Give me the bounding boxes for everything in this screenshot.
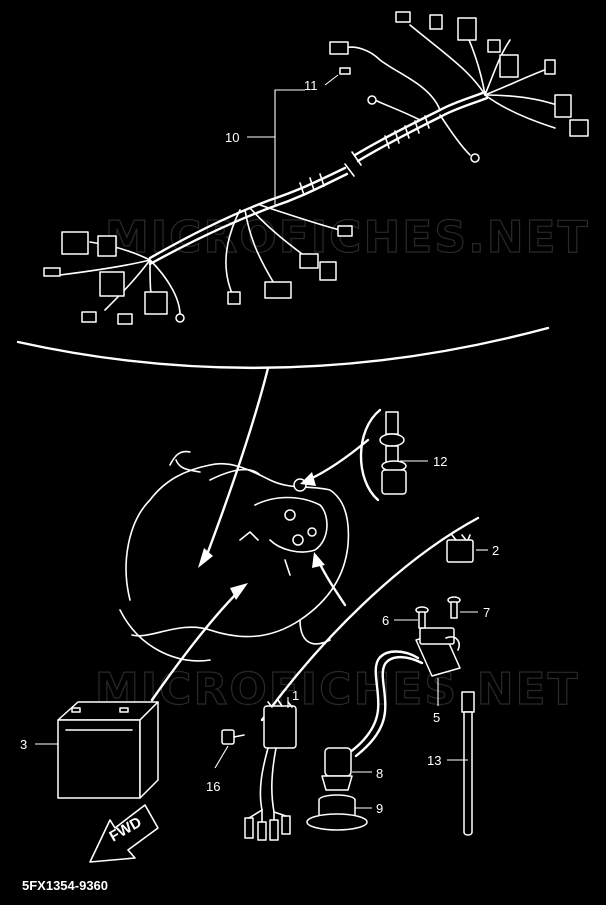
leader-16 [214,745,229,769]
divider-curve [16,326,550,370]
part-3-battery[interactable] [57,701,159,799]
part-5-ignition-coil[interactable] [415,627,461,677]
callout-12[interactable]: 13 [427,753,441,768]
callout-10[interactable]: 10 [225,130,239,145]
callout-9[interactable]: 9 [376,801,383,816]
leader-11 [274,74,339,137]
part-11-clip[interactable] [339,67,351,75]
callout-7[interactable]: 7 [483,605,490,620]
callout-3[interactable]: 3 [20,737,27,752]
callout-11[interactable]: 11 [304,78,318,93]
callout-13[interactable]: 12 [433,454,447,469]
part-8-plug-cap[interactable] [321,650,424,791]
callout-2[interactable]: 2 [492,543,499,558]
leader-10 [247,136,276,205]
part-7-screw[interactable] [447,596,461,619]
callout-1[interactable]: 1 [292,688,299,703]
part-13-main-switch[interactable] [379,411,407,495]
part-16-bolt[interactable] [221,729,245,745]
forward-direction-indicator: FWD [89,804,159,863]
watermark-bottom: MICROFICHES.NET [95,664,580,715]
callout-6[interactable]: 6 [382,613,389,628]
part-6-bolt[interactable] [415,606,429,629]
callout-5[interactable]: 5 [433,710,440,725]
callout-8[interactable]: 8 [376,766,383,781]
part-9-cover[interactable] [306,794,368,831]
part-1-cdi-unit[interactable] [244,699,297,841]
callout-16[interactable]: 16 [206,779,220,794]
diagram-code: 5FX1354-9360 [22,878,108,893]
fwd-label: FWD [107,814,145,846]
pointer-arrow-harness [203,366,270,562]
wire-harness[interactable] [43,11,589,325]
divider-curve-right [260,516,480,722]
watermark-top: MICROFICHES.NET [105,212,590,263]
divider-arc-small [359,408,382,502]
part-2-relay[interactable] [446,534,474,563]
motorcycle-outline [119,450,350,662]
part-12-cable-tie[interactable] [461,691,475,836]
